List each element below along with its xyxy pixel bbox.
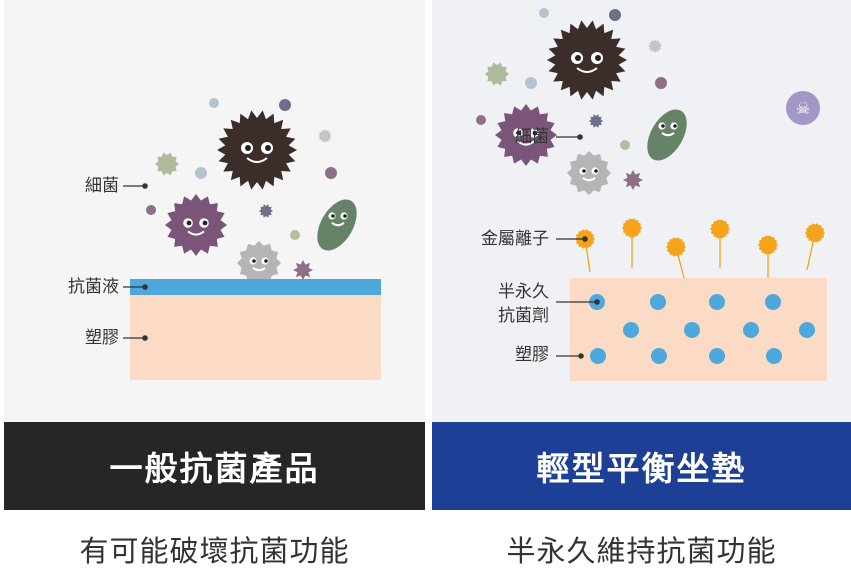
general-product-banner: 一般抗菌產品 (4, 422, 425, 510)
leader-dot (577, 134, 583, 140)
pupil-icon (331, 214, 335, 218)
pupil-icon (532, 130, 538, 136)
general-product-caption: 有可能破壞抗菌功能 (4, 510, 425, 588)
leader-dot (142, 284, 148, 290)
small-germ (259, 204, 273, 218)
particle (146, 205, 156, 215)
particle (279, 99, 291, 111)
antibacterial-agent-particle (765, 294, 781, 310)
pupil-icon (245, 145, 251, 151)
pupil-icon (343, 214, 347, 218)
mouth-icon (576, 67, 598, 73)
gray-germ (567, 151, 611, 195)
small-germ (485, 62, 509, 86)
antibacterial-agent-particle (623, 322, 639, 338)
particle (476, 115, 486, 125)
balance-cushion-banner: 輕型平衡坐墊 (432, 422, 851, 510)
particle (209, 98, 219, 108)
label-plastic: 塑膠 (85, 328, 119, 348)
particle (325, 167, 337, 179)
mouth-icon (246, 157, 268, 163)
particle (290, 230, 300, 240)
pupil-icon (186, 220, 192, 226)
antibacterial-agent-particle (650, 294, 666, 310)
purple-germ (495, 104, 557, 166)
plastic-layer (130, 295, 381, 380)
small-germ (293, 260, 313, 280)
general-product-panel: 細菌 抗菌液 塑膠 一般抗菌產品 有可能破壞抗菌功能 (4, 0, 425, 588)
mouth-icon (661, 131, 675, 137)
balance-cushion-illustration: ☠ (476, 8, 827, 381)
pupil-icon (202, 220, 208, 226)
particle (609, 9, 621, 21)
label-antibacterial-liquid: 抗菌液 (68, 277, 119, 297)
small-germ (155, 152, 179, 176)
pupil-icon (661, 124, 665, 128)
mouth-icon (252, 266, 266, 272)
purple-germ (165, 194, 227, 256)
leader-dot (582, 236, 588, 242)
antibacterial-agent-particle (709, 294, 725, 310)
small-germ (318, 129, 332, 143)
antibacterial-agent-particle (590, 348, 606, 364)
metal-ion (758, 235, 778, 255)
particle (539, 8, 549, 18)
antibacterial-agent-particle (684, 322, 700, 338)
pupil-icon (516, 130, 522, 136)
balance-cushion-caption: 半永久維持抗菌功能 (432, 510, 851, 588)
mouth-icon (331, 221, 345, 227)
pupil-icon (252, 259, 256, 263)
pupil-icon (594, 169, 598, 173)
black-germ (547, 20, 627, 100)
pupil-icon (265, 145, 271, 151)
balance-cushion-panel: ☠ 細菌 金屬離子 半永久 抗菌劑 塑膠 輕型平衡坐墊 半永久維持抗菌功能 (432, 0, 851, 588)
metal-ion (622, 218, 642, 238)
pupil-icon (264, 259, 268, 263)
antibacterial-agent-particle (799, 322, 815, 338)
skull-bubble (786, 91, 820, 125)
metal-ion (710, 219, 730, 239)
pupil-icon (582, 169, 586, 173)
leader-dot (142, 335, 148, 341)
skull-icon: ☠ (796, 99, 810, 118)
leader-dot (142, 183, 148, 189)
gray-germ (237, 241, 281, 285)
black-germ (217, 110, 297, 190)
label-bacteria: 細菌 (515, 127, 549, 147)
mouth-icon (517, 140, 535, 146)
pupil-icon (575, 55, 581, 61)
small-germ (589, 114, 603, 128)
label-metal-ions: 金屬離子 (481, 229, 549, 249)
antibacterial-liquid-layer (130, 279, 381, 295)
mouth-icon (582, 176, 596, 182)
small-germ (623, 170, 643, 190)
particle (195, 167, 207, 179)
particle (620, 140, 630, 150)
mouth-icon (187, 230, 205, 236)
leader-dot (578, 353, 584, 359)
general-product-illustration (123, 98, 381, 380)
particle (525, 77, 537, 89)
label-agent-line1: 半永久 (498, 282, 549, 302)
label-bacteria: 細菌 (85, 176, 119, 196)
metal-ion (805, 223, 825, 243)
leader-dot (594, 299, 600, 305)
label-plastic: 塑膠 (515, 345, 549, 365)
antibacterial-agent-particle (743, 322, 759, 338)
antibacterial-agent-particle (709, 348, 725, 364)
metal-ion (666, 237, 686, 257)
antibacterial-agent-particle (651, 348, 667, 364)
pupil-icon (595, 55, 601, 61)
antibacterial-agent-particle (766, 348, 782, 364)
small-germ (648, 39, 662, 53)
particle (655, 77, 667, 89)
label-agent-line2: 抗菌劑 (498, 306, 549, 326)
pupil-icon (673, 124, 677, 128)
